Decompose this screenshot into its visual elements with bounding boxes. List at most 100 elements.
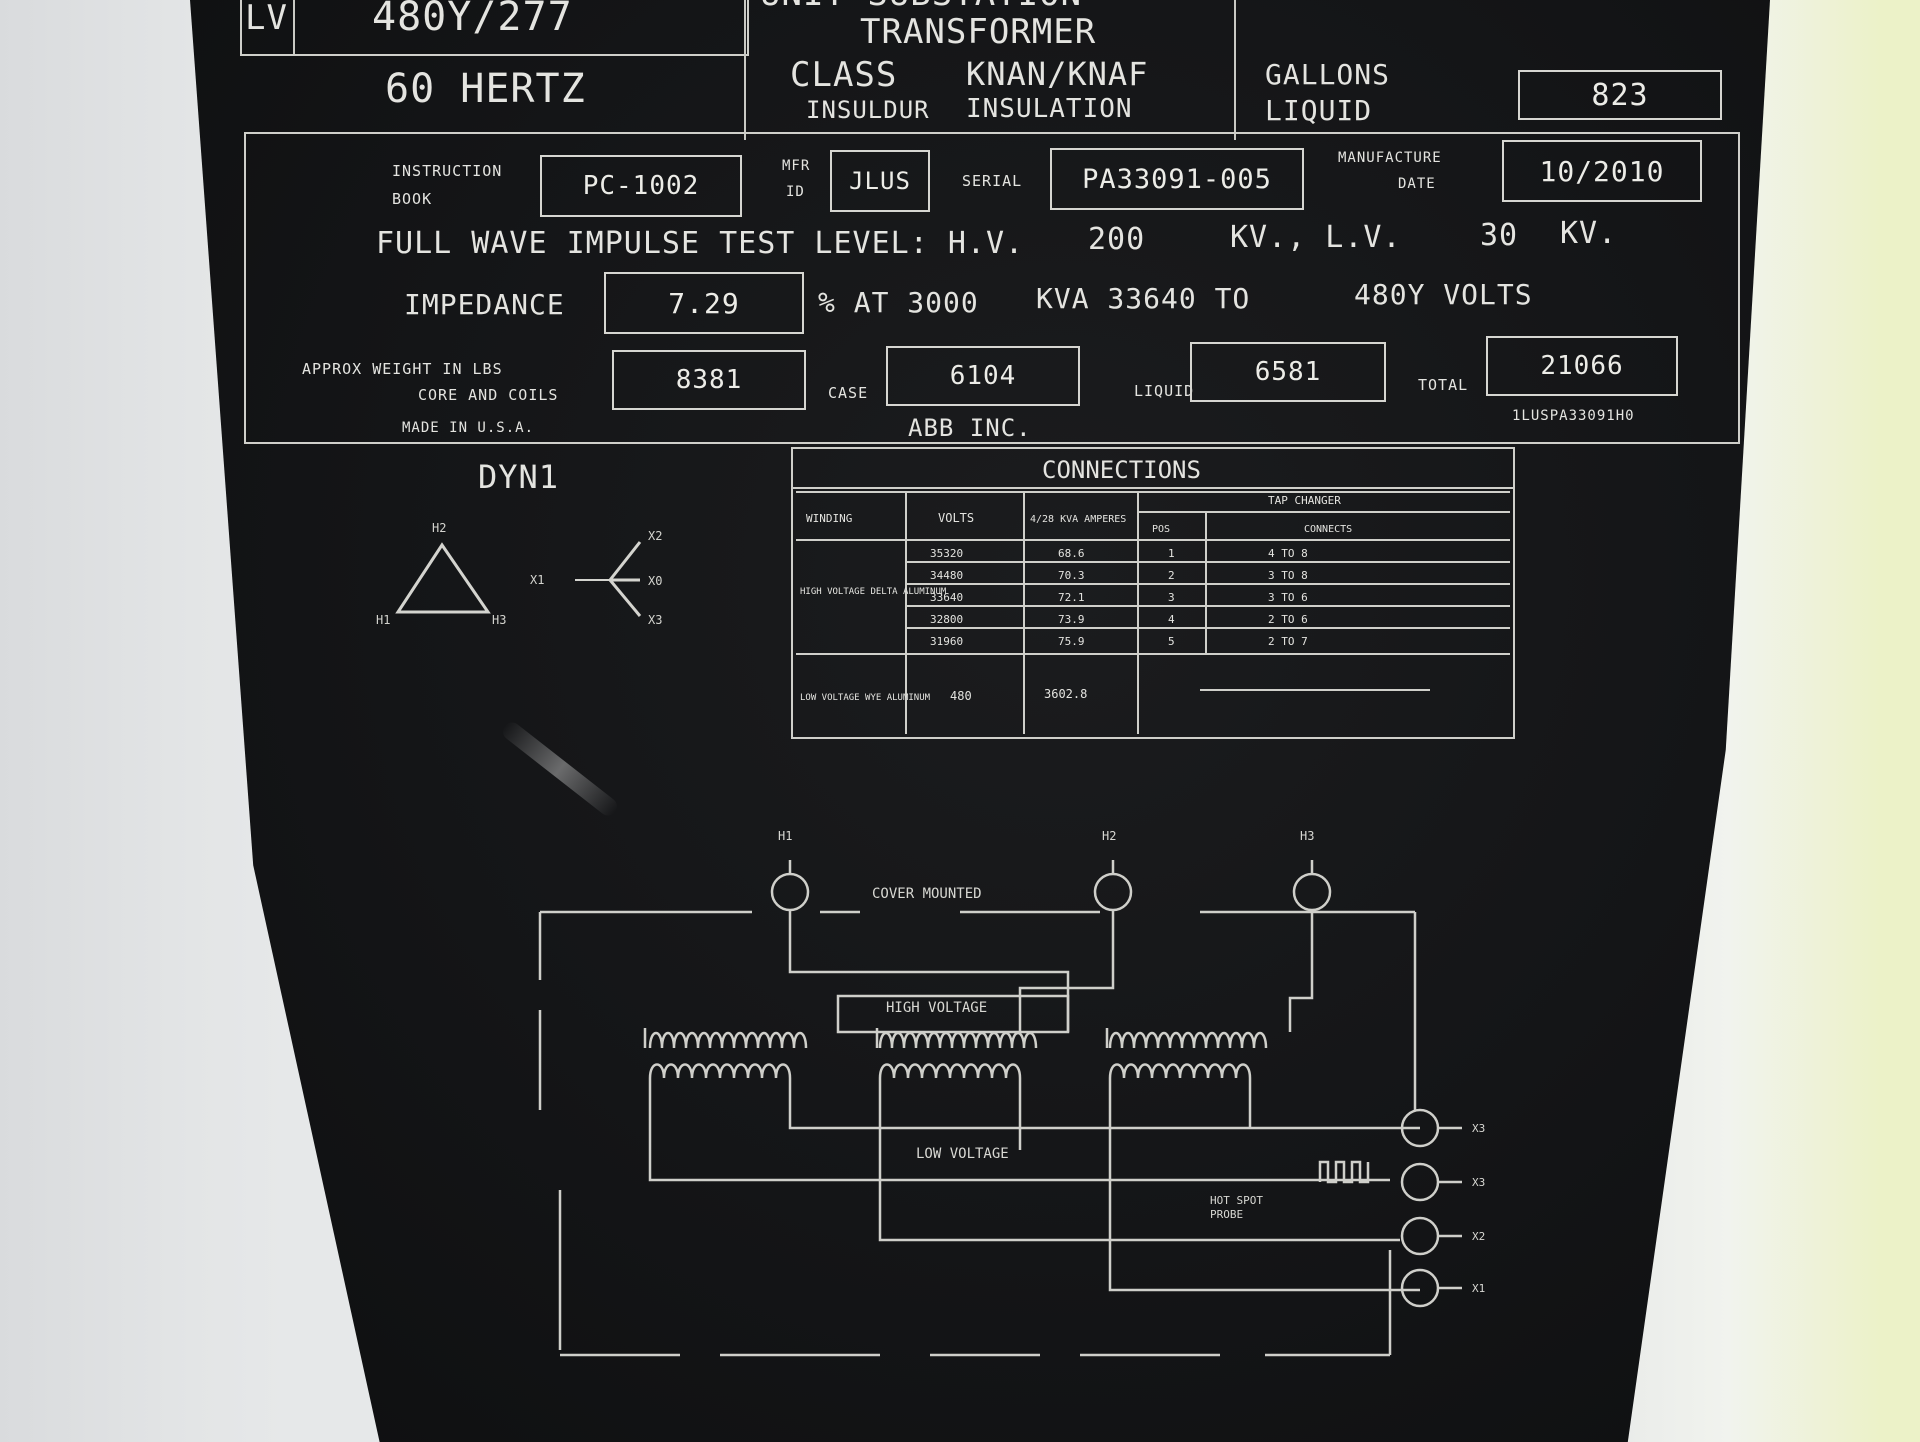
wye-terminal-x2: X2 <box>648 529 662 543</box>
header-amperes: 4/28 KVA AMPERES <box>1030 514 1126 525</box>
hv-row-4-pos: 4 <box>1168 613 1175 626</box>
total-label: TOTAL <box>1418 376 1469 394</box>
impedance-label: IMPEDANCE <box>404 288 565 321</box>
hv-row-2-pos: 2 <box>1168 569 1175 582</box>
vector-diagram: H2 H1 H3 X2 X1 X0 X3 <box>376 521 662 627</box>
lv-bushing-1-label: X3 <box>1472 1122 1485 1135</box>
product-line1: UNIT SUBSTATION <box>760 0 1082 14</box>
hv-bushing-h3-label: H3 <box>1300 829 1314 843</box>
lv-bushing-4-label: X1 <box>1472 1282 1485 1295</box>
delta-terminal-h1: H1 <box>376 613 390 627</box>
weight-label: APPROX WEIGHT IN LBS <box>302 360 503 378</box>
hot-spot-label: HOT SPOT <box>1210 1194 1263 1207</box>
hv-row-1-pos: 1 <box>1168 547 1175 560</box>
gallons-value: 823 <box>1518 70 1722 120</box>
wye-terminal-x0: X0 <box>648 574 662 588</box>
class-value: KNAN/KNAF <box>966 55 1149 93</box>
delta-terminal-h3: H3 <box>492 613 506 627</box>
hv-row-5-pos: 5 <box>1168 635 1175 648</box>
instruction-book-value: PC-1002 <box>540 155 742 217</box>
delta-triangle <box>395 542 491 614</box>
impedance-at: % AT 3000 <box>818 286 979 319</box>
kva-text: KVA 33640 TO <box>1036 282 1251 315</box>
manufacturer-name: ABB INC. <box>908 414 1032 442</box>
hv-row-4-volts: 32800 <box>930 613 963 626</box>
hv-row-3-pos: 3 <box>1168 591 1175 604</box>
hv-row-5-connects: 2 TO 7 <box>1268 635 1308 648</box>
hv-row-3-connects: 3 TO 6 <box>1268 591 1308 604</box>
liquid-weight-value: 6581 <box>1190 342 1386 402</box>
date-label: DATE <box>1398 176 1436 192</box>
delta-terminal-h2: H2 <box>432 521 446 535</box>
product-line2: TRANSFORMER <box>860 12 1097 52</box>
total-weight-value: 21066 <box>1486 336 1678 396</box>
header-pos: POS <box>1152 524 1170 535</box>
volts-text: 480Y VOLTS <box>1354 278 1533 311</box>
hv-row-3-volts: 33640 <box>930 591 963 604</box>
mfr-id-value: JLUS <box>830 150 930 212</box>
nameplate-data-block <box>244 132 1740 444</box>
liquid-label: LIQUID <box>1265 94 1373 127</box>
probe-label: PROBE <box>1210 1208 1243 1221</box>
made-in-label: MADE IN U.S.A. <box>402 420 535 436</box>
hv-row-1-amps: 68.6 <box>1058 547 1085 560</box>
part-code: 1LUSPA33091H0 <box>1512 408 1635 424</box>
hv-row-2-connects: 3 TO 8 <box>1268 569 1308 582</box>
lv-impulse-value: 30 <box>1480 218 1519 253</box>
case-label: CASE <box>828 384 869 402</box>
hv-bushing-h2-label: H2 <box>1102 829 1116 843</box>
hv-row-2-volts: 34480 <box>930 569 963 582</box>
serial-value: PA33091-005 <box>1050 148 1304 210</box>
impedance-value: 7.29 <box>604 272 804 334</box>
hv-row-1-volts: 35320 <box>930 547 963 560</box>
instruction-label: INSTRUCTION <box>392 162 503 180</box>
id-label: ID <box>786 184 805 200</box>
header-volts: VOLTS <box>938 511 974 525</box>
book-label: BOOK <box>392 190 433 208</box>
liquid-weight-label: LIQUID <box>1134 382 1195 400</box>
lv-voltage: 480Y/277 <box>372 0 573 40</box>
lv-label: LV <box>245 0 288 38</box>
cover-mounted-label: COVER MOUNTED <box>872 886 982 902</box>
lv-volts-value: 480 <box>950 689 972 703</box>
low-voltage-label: LOW VOLTAGE <box>916 1146 1009 1162</box>
core-coils-label: CORE AND COILS <box>418 386 559 404</box>
wye-terminal-x1: X1 <box>530 573 544 587</box>
lv-amps-value: 3602.8 <box>1044 687 1087 701</box>
high-voltage-label: HIGH VOLTAGE <box>886 1000 987 1016</box>
hv-impulse-value: 200 <box>1088 222 1146 257</box>
hv-bushing-h1-label: H1 <box>778 829 792 843</box>
core-coils-value: 8381 <box>612 350 806 410</box>
hv-row-5-volts: 31960 <box>930 635 963 648</box>
hv-row-4-amps: 73.9 <box>1058 613 1085 626</box>
impulse-text: FULL WAVE IMPULSE TEST LEVEL: H.V. <box>376 226 1025 261</box>
manufacture-date-value: 10/2010 <box>1502 140 1702 202</box>
gallons-label: GALLONS <box>1265 58 1391 91</box>
vector-group-title: DYN1 <box>478 458 560 496</box>
tap-changer-label: TAP CHANGER <box>1268 494 1341 507</box>
wiring-schematic: H1 H2 H3 COVER MOUNTED HIGH VOLTAGE LOW … <box>538 829 1485 1357</box>
hv-row-1-connects: 4 TO 8 <box>1268 547 1308 560</box>
lv-box <box>240 0 749 56</box>
connections-table: CONNECTIONS TAP CHANGER WINDING VOLTS 4/… <box>791 447 1515 739</box>
frequency: 60 HERTZ <box>385 66 586 112</box>
manufacture-label: MANUFACTURE <box>1338 150 1442 166</box>
kv-text: KV. <box>1560 216 1618 251</box>
hv-row-4-connects: 2 TO 6 <box>1268 613 1308 626</box>
header-winding: WINDING <box>806 512 852 525</box>
class-label: CLASS <box>790 55 898 95</box>
hv-row-3-amps: 72.1 <box>1058 591 1085 604</box>
kv-lv-text: KV., L.V. <box>1230 220 1402 255</box>
nameplate-panel <box>190 0 1770 1442</box>
insulation-label: INSULATION <box>966 94 1133 124</box>
header-connects: CONNECTS <box>1304 524 1352 535</box>
mfr-label: MFR <box>782 158 811 174</box>
hv-row-5-amps: 75.9 <box>1058 635 1085 648</box>
hv-row-2-amps: 70.3 <box>1058 569 1085 582</box>
case-value: 6104 <box>886 346 1080 406</box>
lv-bushing-3-label: X2 <box>1472 1230 1485 1243</box>
connections-title: CONNECTIONS <box>1042 456 1201 484</box>
lv-winding-label: LOW VOLTAGE WYE ALUMINUM <box>800 693 931 703</box>
insuldur-label: INSULDUR <box>806 96 930 124</box>
lv-bushing-2-label: X3 <box>1472 1176 1485 1189</box>
